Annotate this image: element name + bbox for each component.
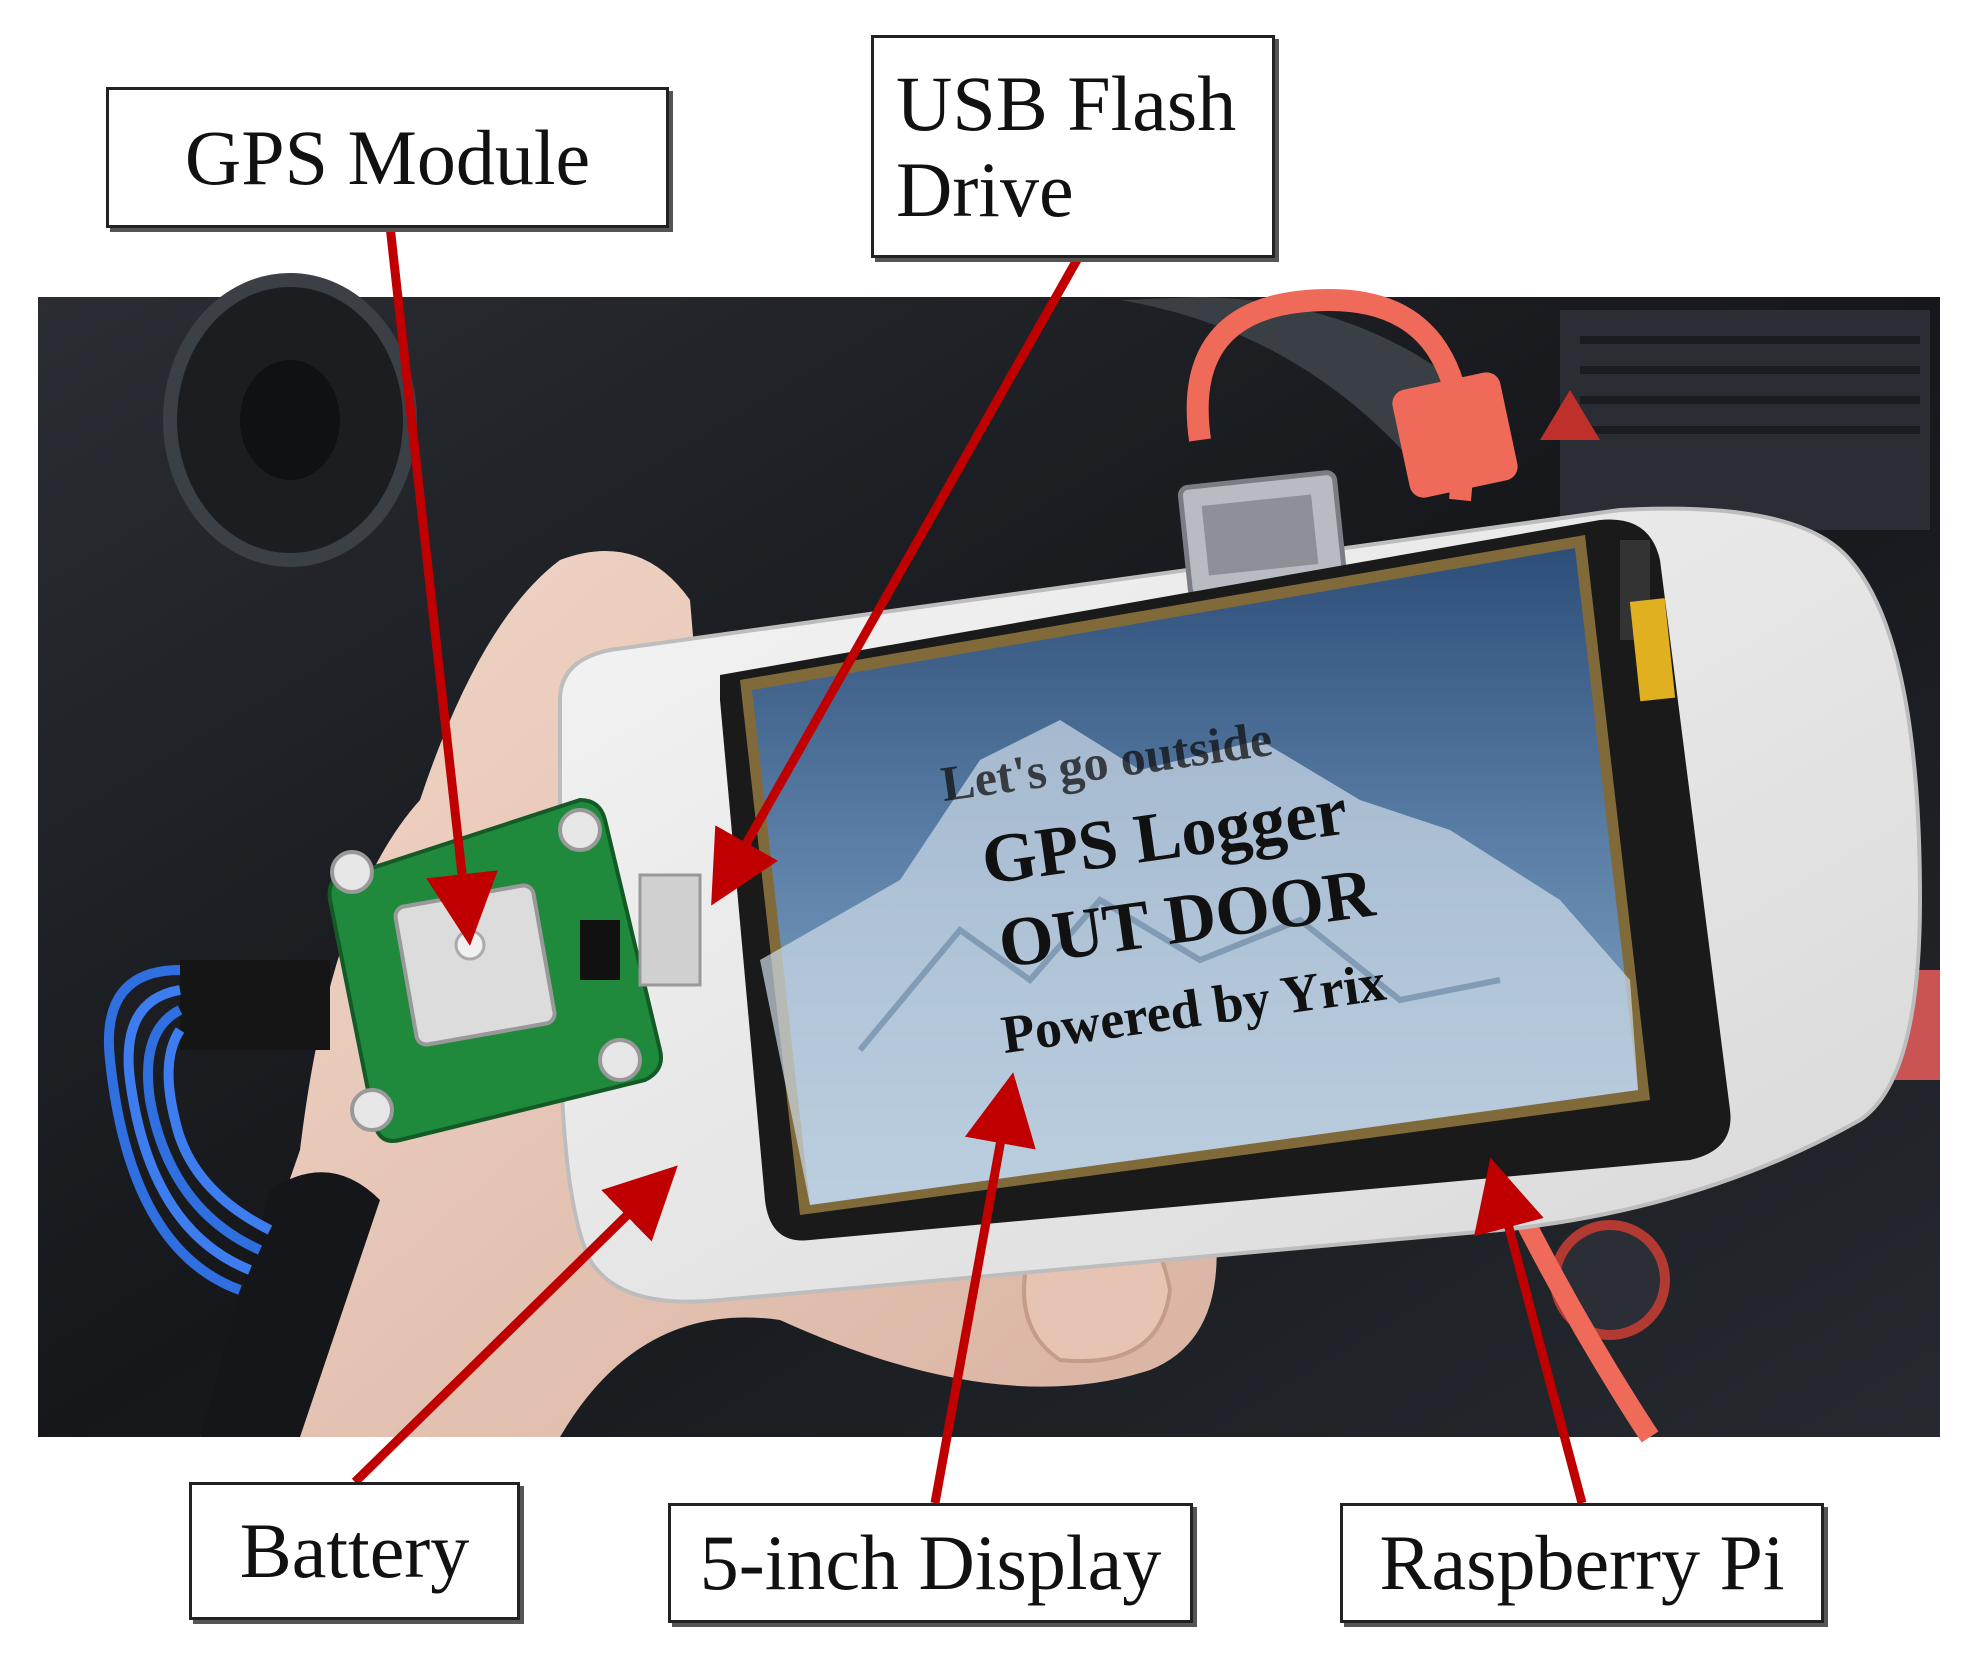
arrow-icon — [385, 225, 498, 946]
label-battery-text: Battery — [239, 1507, 470, 1595]
label-usb-flash-drive: USB Flash Drive — [871, 35, 1275, 258]
pointer-arrows — [351, 225, 1587, 1505]
arrow-icon — [711, 255, 1082, 906]
label-usb-line-1: USB Flash — [896, 59, 1237, 147]
label-battery: Battery — [189, 1482, 520, 1620]
label-gps-module: GPS Module — [106, 87, 669, 228]
label-display: 5-inch Display — [668, 1503, 1193, 1623]
wires — [103, 960, 330, 1295]
label-gps-module-text: GPS Module — [184, 113, 591, 201]
display — [720, 519, 1731, 1241]
arrow-icon — [1474, 1157, 1587, 1505]
arrow-icon — [351, 1165, 678, 1486]
label-raspberry-pi-text: Raspberry Pi — [1379, 1519, 1785, 1607]
label-raspberry-pi: Raspberry Pi — [1340, 1503, 1824, 1623]
label-usb-line-2: Drive — [896, 145, 1074, 233]
arrow-icon — [930, 1072, 1036, 1504]
label-display-text: 5-inch Display — [699, 1519, 1162, 1607]
